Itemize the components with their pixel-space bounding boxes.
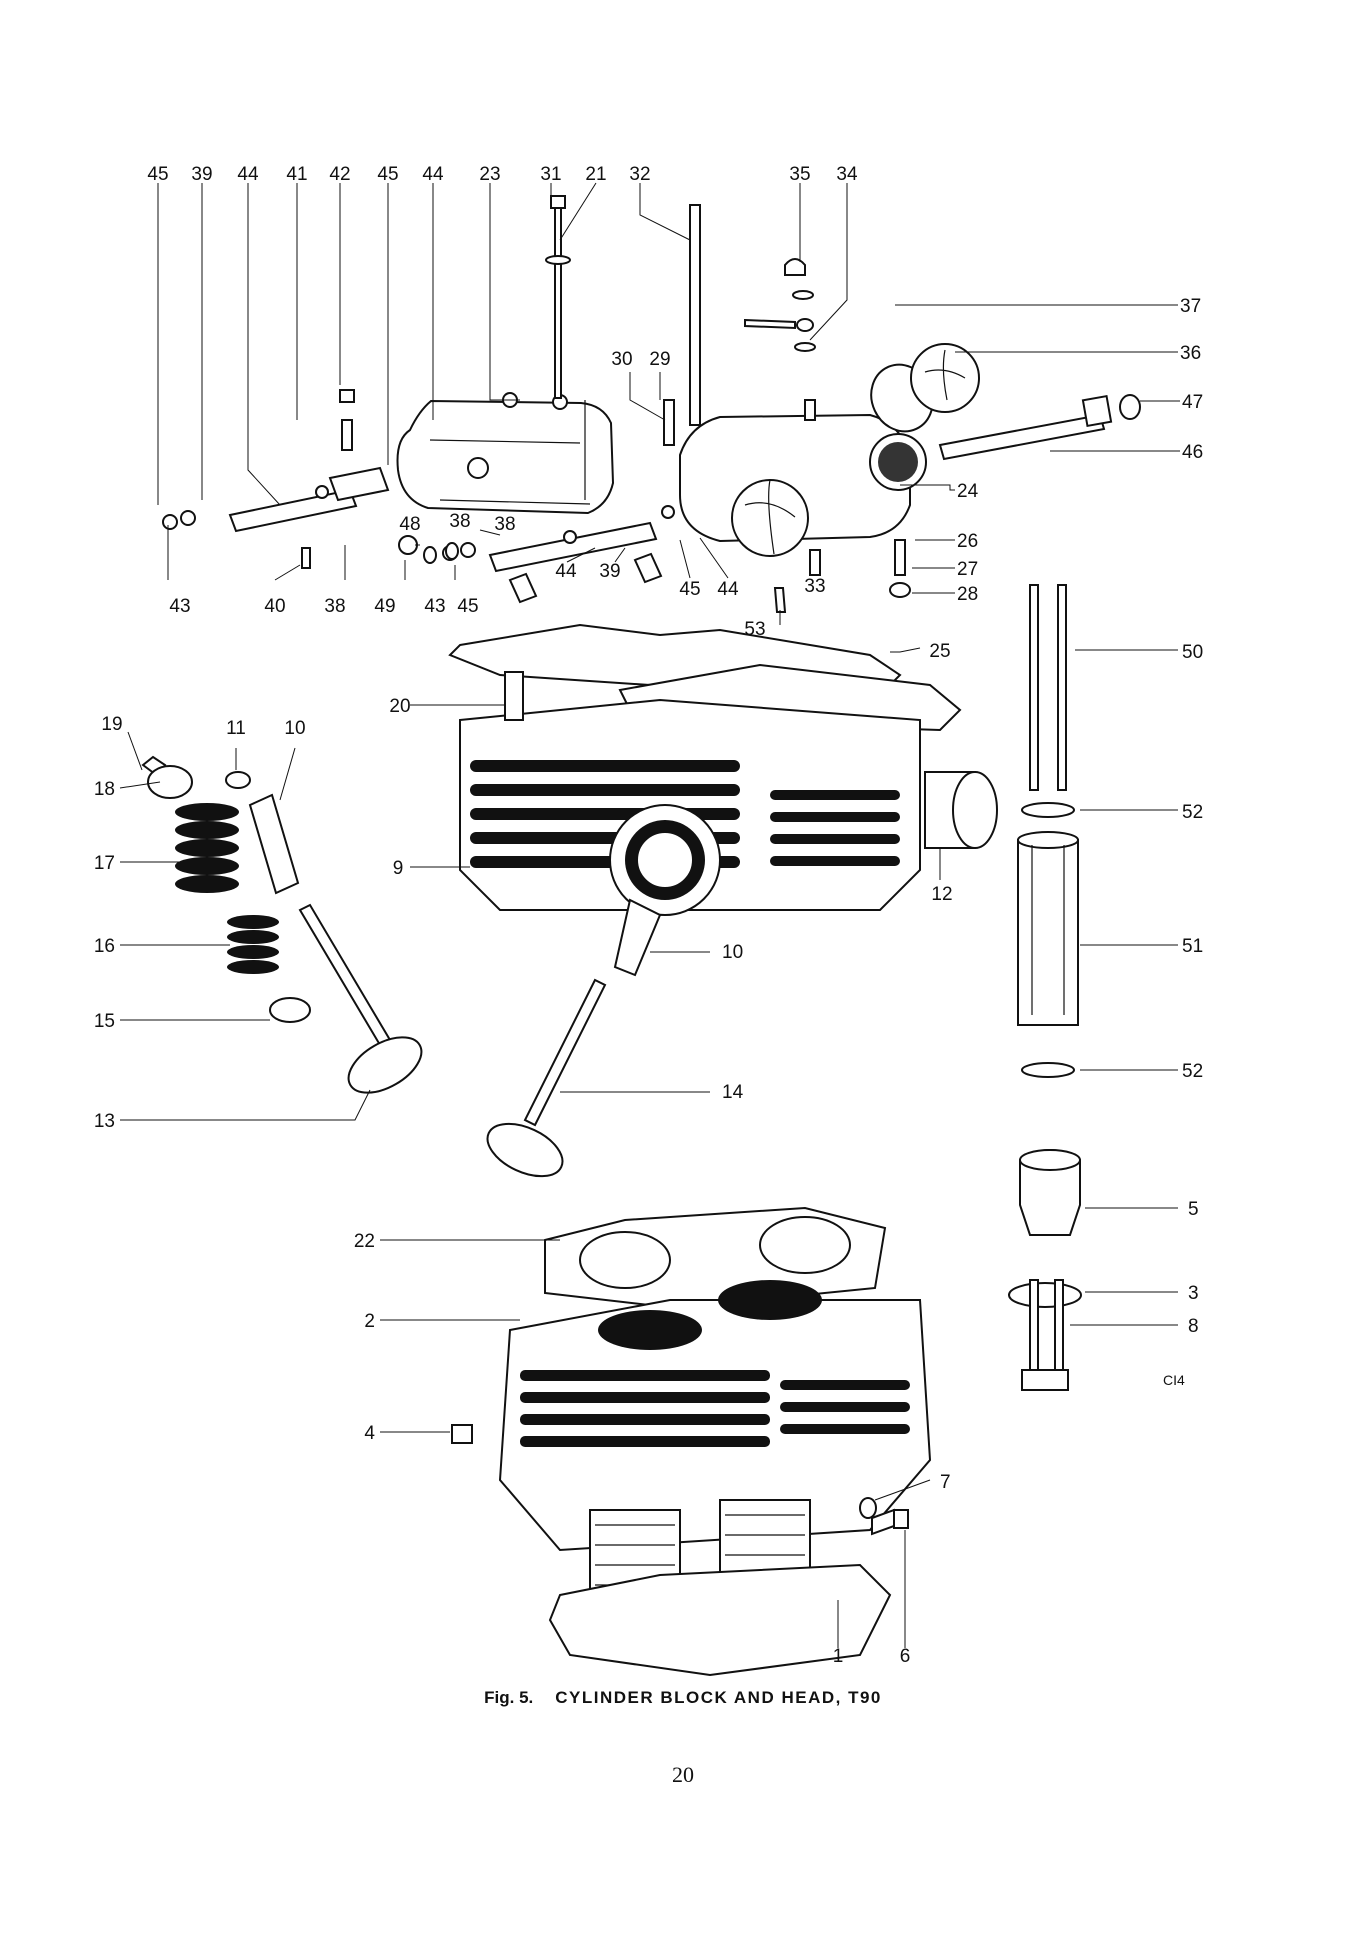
callout-43: 43	[169, 596, 190, 617]
callout-36: 36	[1180, 343, 1201, 364]
block-bolt-and-washer	[859, 1497, 909, 1536]
callout-46: 46	[1182, 442, 1203, 463]
leader-lines	[119, 182, 1180, 1648]
callout-23: 23	[479, 164, 500, 185]
callout-38: 38	[324, 596, 345, 617]
callout-27: 27	[957, 559, 978, 580]
outer-valve-spring	[175, 803, 239, 893]
callout-1: 1	[833, 1646, 844, 1667]
callout-40: 40	[264, 596, 285, 617]
left-rocker-spindle	[162, 466, 390, 533]
callout-44: 44	[555, 561, 577, 582]
cylinder-base-gasket-top	[544, 1206, 887, 1310]
callout-39: 39	[599, 561, 620, 582]
cylinder-head	[459, 671, 921, 977]
callout-45: 45	[147, 164, 168, 185]
callout-39: 39	[191, 164, 212, 185]
callout-26: 26	[957, 531, 978, 552]
callout-13: 13	[94, 1111, 115, 1132]
callout-17: 17	[94, 853, 115, 874]
valve-gear-parts	[141, 755, 607, 1178]
callout-52: 52	[1182, 802, 1203, 823]
left-rocker-box	[396, 392, 615, 515]
callout-15: 15	[94, 1011, 115, 1032]
callout-52: 52	[1182, 1061, 1203, 1082]
callout-16: 16	[94, 936, 115, 957]
callout-10: 10	[284, 718, 305, 739]
callout-44: 44	[717, 579, 739, 600]
callout-45: 45	[377, 164, 398, 185]
callout-6: 6	[900, 1646, 911, 1667]
callout-53: 53	[744, 619, 765, 640]
callout-44: 44	[237, 164, 259, 185]
callout-37: 37	[1180, 296, 1201, 317]
callout-35: 35	[789, 164, 810, 185]
callout-45: 45	[457, 596, 478, 617]
rocker-box-small-parts	[301, 535, 911, 613]
callout-18: 18	[94, 779, 115, 800]
callout-14: 14	[722, 1082, 744, 1103]
callout-25: 25	[929, 641, 950, 662]
callout-44: 44	[422, 164, 444, 185]
inlet-valve	[486, 978, 607, 1178]
callout-22: 22	[354, 1231, 375, 1252]
callout-33: 33	[804, 576, 825, 597]
callout-38: 38	[449, 511, 470, 532]
cylinder-block	[498, 1280, 932, 1621]
figure-number: Fig. 5.	[484, 1688, 534, 1707]
callout-3: 3	[1188, 1283, 1199, 1304]
callout-47: 47	[1182, 392, 1203, 413]
callout-49: 49	[374, 596, 395, 617]
exhaust-valve	[298, 903, 423, 1094]
callout-29: 29	[649, 349, 670, 370]
callout-28: 28	[957, 584, 978, 605]
oil-feed-pipe	[938, 394, 1113, 461]
callout-20: 20	[389, 696, 410, 717]
callout-43: 43	[424, 596, 445, 617]
callout-45: 45	[679, 579, 700, 600]
tappet-guide-block	[1008, 1149, 1082, 1391]
rocker-box-bolts	[339, 195, 816, 451]
callout-8: 8	[1188, 1316, 1199, 1337]
inspection-cap-and-oring	[870, 343, 1141, 433]
callout-31: 31	[540, 164, 561, 185]
inner-valve-spring	[227, 915, 279, 974]
callout-19: 19	[101, 714, 122, 735]
figure-caption: Fig. 5. CYLINDER BLOCK AND HEAD, T90	[0, 1688, 1366, 1708]
callout-38: 38	[494, 514, 515, 535]
right-rocker-box	[679, 399, 927, 576]
page-number: 20	[672, 1762, 694, 1787]
callout-9: 9	[393, 858, 404, 879]
callout-32: 32	[629, 164, 650, 185]
callout-50: 50	[1182, 642, 1203, 663]
callout-4: 4	[364, 1423, 375, 1444]
callout-21: 21	[585, 164, 606, 185]
push-rod-cover-tube	[1017, 802, 1079, 1078]
callout-41: 41	[286, 164, 307, 185]
callout-5: 5	[1188, 1199, 1199, 1220]
cylinder-nut	[451, 1424, 473, 1444]
push-rods	[1029, 584, 1067, 791]
callout-34: 34	[836, 164, 858, 185]
callout-12: 12	[931, 884, 952, 905]
figure-title: CYLINDER BLOCK AND HEAD, T90	[555, 1688, 882, 1707]
callout-30: 30	[611, 349, 632, 370]
callout-51: 51	[1182, 936, 1203, 957]
callout-labels: 45 39 44 41 42 45 44 23 31 21 32 35 34 3…	[94, 164, 1203, 1667]
drawing-code: CI4	[1163, 1372, 1185, 1388]
callout-11: 11	[226, 718, 246, 739]
callout-7: 7	[940, 1472, 951, 1493]
cylinder-base-gasket	[548, 1563, 892, 1677]
callout-10: 10	[722, 942, 743, 963]
right-rocker-spindle	[442, 505, 675, 604]
callout-24: 24	[957, 481, 979, 502]
callout-2: 2	[364, 1311, 375, 1332]
callout-42: 42	[329, 164, 350, 185]
callout-48: 48	[399, 514, 420, 535]
exhaust-adaptor	[924, 771, 998, 849]
